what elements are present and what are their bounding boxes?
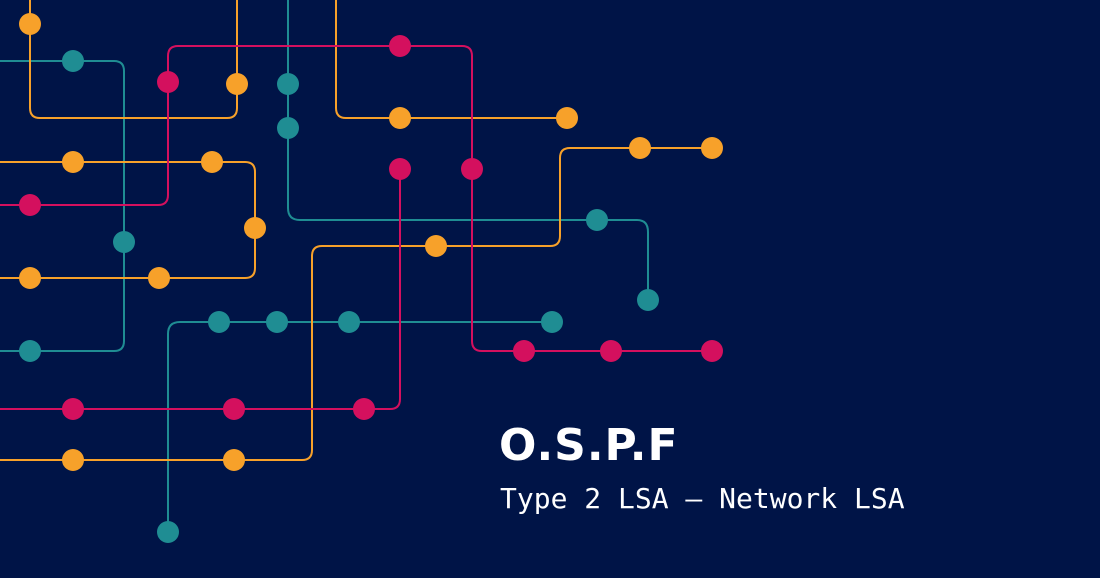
orange-nodes <box>19 13 723 471</box>
teal-nodes <box>19 50 659 543</box>
magenta-nodes <box>19 35 723 420</box>
banner-title: O.S.P.F <box>499 420 679 471</box>
banner-subtitle: Type 2 LSA – Network LSA <box>500 482 905 515</box>
